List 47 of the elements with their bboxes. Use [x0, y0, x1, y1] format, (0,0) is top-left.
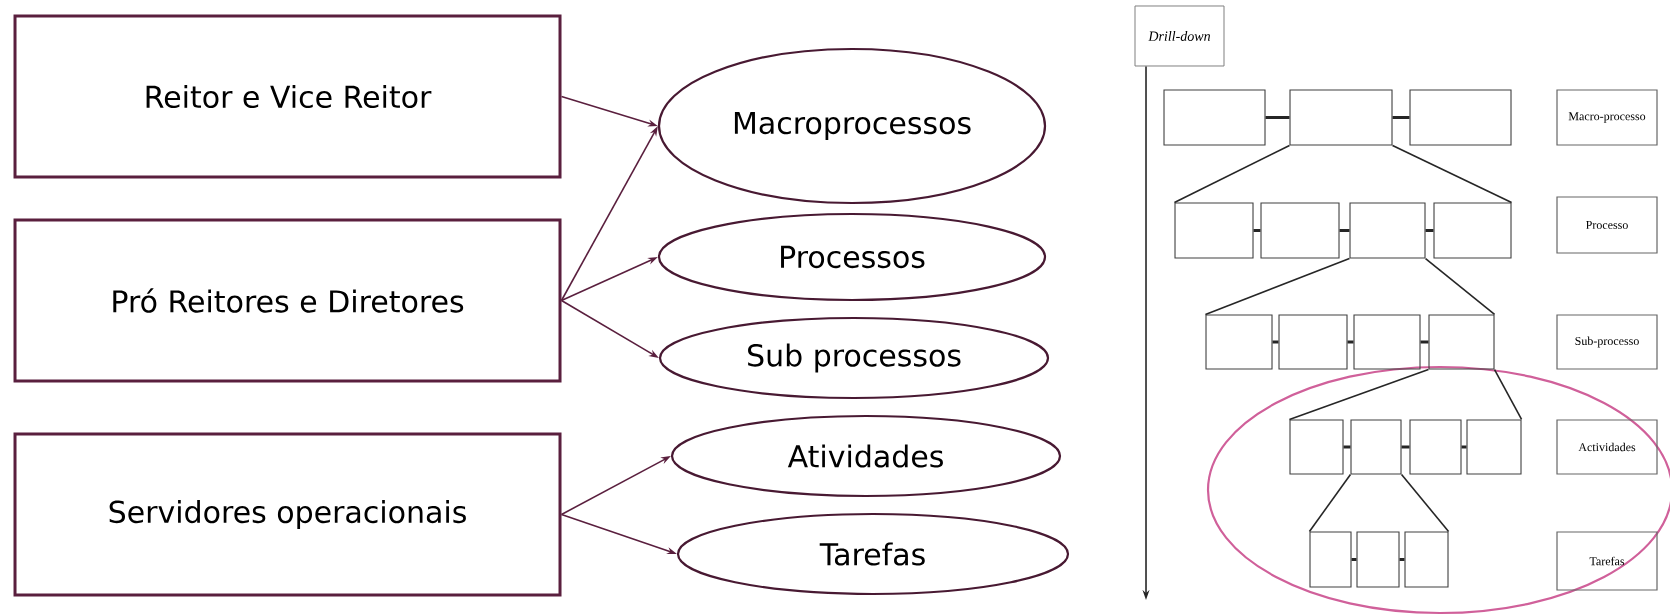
level-box: Sub-processo	[1556, 314, 1658, 370]
expansion-line	[1391, 144, 1513, 204]
empty-box	[1409, 89, 1512, 146]
link-bar	[1392, 116, 1410, 119]
empty-box	[1205, 314, 1273, 370]
link-bar	[1425, 229, 1434, 232]
link-bar	[1420, 340, 1429, 344]
link-bar	[1339, 229, 1350, 232]
empty-box	[1309, 531, 1352, 588]
expansion-line	[1424, 257, 1496, 316]
empty-box	[1163, 89, 1266, 146]
level-box: Macro-processo	[1556, 89, 1658, 146]
drill-down-box: Drill-down	[1134, 5, 1225, 67]
role-box: Reitor e Vice Reitor	[13, 14, 562, 179]
role-box: Pró Reitores e Diretores	[13, 218, 562, 383]
link-bar	[1343, 445, 1351, 449]
expansion-line	[1173, 144, 1291, 204]
empty-box	[1409, 419, 1462, 475]
empty-box	[1350, 419, 1402, 475]
expansion-line	[1493, 368, 1523, 421]
expansion-line	[1400, 473, 1450, 533]
expansion-line	[1204, 257, 1351, 316]
link-bar	[1399, 558, 1405, 561]
empty-box	[1349, 202, 1426, 259]
link-bar	[1265, 116, 1290, 119]
link-bar	[1253, 229, 1261, 232]
empty-box	[1278, 314, 1348, 370]
link-bar	[1461, 445, 1467, 449]
level-box: Processo	[1556, 196, 1658, 254]
empty-box	[1404, 531, 1449, 588]
empty-box	[1289, 89, 1393, 146]
link-bar	[1272, 340, 1279, 344]
empty-box	[1260, 202, 1340, 259]
empty-box	[1433, 202, 1512, 259]
link-bar	[1347, 340, 1354, 344]
link-bar	[1401, 445, 1410, 449]
expansion-line	[1308, 473, 1352, 533]
empty-box	[1289, 419, 1344, 475]
empty-box	[1428, 314, 1495, 370]
empty-box	[1174, 202, 1254, 259]
role-box: Servidores operacionais	[13, 432, 562, 597]
empty-box	[1353, 314, 1421, 370]
level-box: Actividades	[1556, 419, 1658, 475]
empty-box	[1466, 419, 1522, 475]
empty-box	[1356, 531, 1400, 588]
link-bar	[1351, 558, 1357, 561]
level-box: Tarefas	[1556, 531, 1658, 591]
